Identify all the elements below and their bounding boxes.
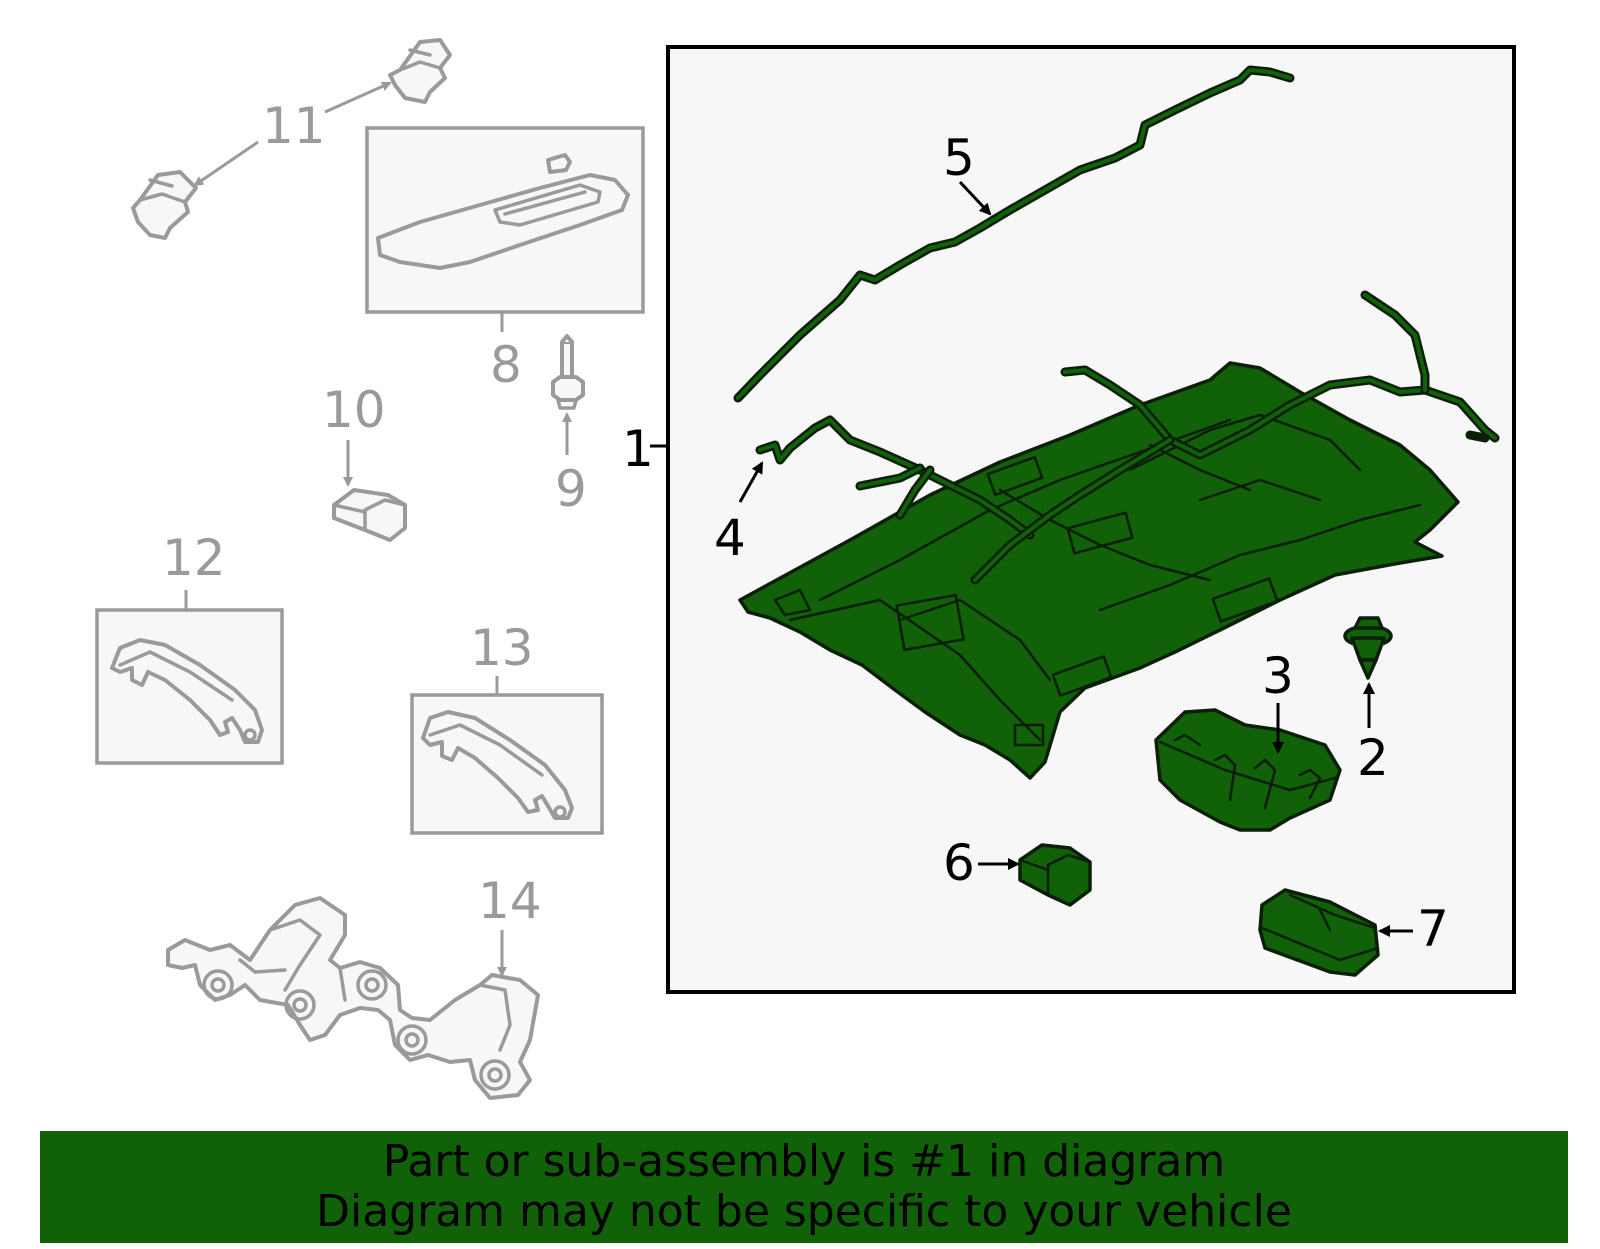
callout-2: 2 — [1357, 729, 1389, 787]
callout-10: 10 — [322, 381, 386, 439]
dome-lamp-part-3 — [1154, 708, 1342, 832]
clip-part-2 — [1343, 616, 1393, 680]
wire-harness-5 — [733, 65, 1295, 403]
headliner-panel — [738, 361, 1460, 780]
switch-part-10 — [332, 488, 407, 542]
bracket-part-14 — [166, 896, 540, 1100]
info-banner: Part or sub-assembly is #1 in diagram Di… — [40, 1131, 1568, 1243]
callout-5: 5 — [943, 129, 975, 187]
callout-13: 13 — [470, 619, 534, 677]
callout-9: 9 — [555, 460, 587, 518]
screw-part-9 — [551, 334, 585, 410]
callout-8: 8 — [490, 336, 522, 394]
switch-part-6 — [1018, 843, 1092, 907]
callout-4: 4 — [714, 509, 746, 567]
callout-12: 12 — [162, 529, 226, 587]
callout-3: 3 — [1262, 647, 1294, 705]
banner-line-2: Diagram may not be specific to your vehi… — [316, 1186, 1292, 1237]
callout-6: 6 — [943, 834, 975, 892]
callout-14: 14 — [478, 872, 542, 930]
wire-harness-4 — [755, 415, 1035, 540]
grab-handle-part-13 — [421, 710, 574, 820]
banner-line-1: Part or sub-assembly is #1 in diagram — [382, 1136, 1226, 1187]
callout-1: 1 — [622, 420, 654, 478]
grab-handle-part-12 — [110, 638, 264, 744]
clips-part-11 — [131, 38, 452, 240]
wire-harness-rear — [970, 290, 1500, 585]
sun-visor-part-8 — [376, 153, 630, 270]
callout-7: 7 — [1417, 900, 1449, 958]
callout-11: 11 — [262, 97, 326, 155]
map-lamp-part-7 — [1258, 888, 1380, 977]
